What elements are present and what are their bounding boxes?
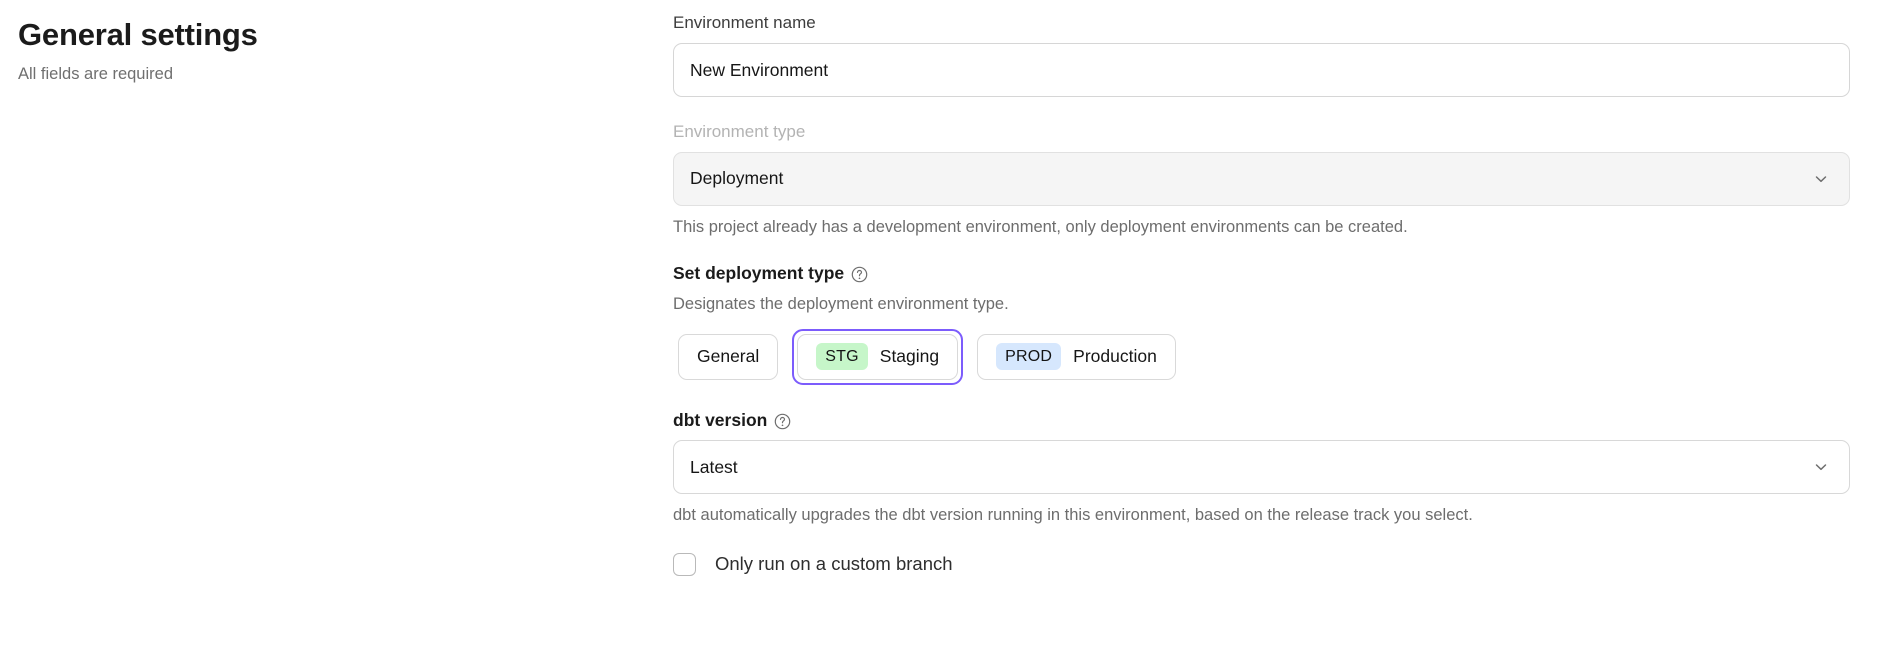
environment-name-input[interactable]	[673, 43, 1850, 98]
environment-type-help-text: This project already has a development e…	[673, 218, 1408, 237]
dbt-version-value: Latest	[690, 456, 738, 477]
environment-type-select[interactable]: Deployment	[673, 152, 1850, 207]
deployment-type-option-staging-wrap: STG Staging	[792, 328, 964, 385]
custom-branch-row: Only run on a custom branch	[673, 552, 1850, 576]
custom-branch-label[interactable]: Only run on a custom branch	[715, 552, 953, 574]
dbt-version-field: dbt version Latest dbt automatica	[673, 409, 1850, 527]
settings-form: Environment name Environment type Deploy…	[673, 12, 1850, 576]
spacer	[673, 97, 1850, 121]
environment-name-field: Environment name	[673, 12, 1850, 98]
deployment-type-label-row: Set deployment type	[673, 262, 1850, 285]
environment-type-value: Deployment	[690, 168, 784, 189]
deployment-type-description: Designates the deployment environment ty…	[673, 295, 1009, 314]
help-circle-icon[interactable]	[774, 413, 791, 430]
deployment-type-option-general-label: General	[697, 346, 760, 367]
dbt-version-help-text: dbt automatically upgrades the dbt versi…	[673, 506, 1473, 525]
production-badge: PROD	[996, 343, 1062, 371]
custom-branch-checkbox[interactable]	[673, 552, 696, 576]
dbt-version-select[interactable]: Latest	[673, 440, 1850, 495]
deployment-type-field: Set deployment type Designates the deplo…	[673, 262, 1850, 385]
environment-name-label: Environment name	[673, 13, 816, 32]
chevron-down-icon	[1813, 459, 1829, 475]
deployment-type-options: General STG Staging PROD Production	[673, 328, 1850, 385]
spacer	[673, 238, 1850, 262]
deployment-type-option-production-wrap: PROD Production	[972, 329, 1181, 385]
deployment-type-option-general-wrap: General	[673, 329, 783, 385]
dbt-version-label: dbt version	[673, 409, 768, 430]
deployment-type-option-staging[interactable]: STG Staging	[797, 333, 959, 380]
deployment-type-option-production-label: Production	[1073, 346, 1157, 367]
environment-type-field: Environment type Deployment This project…	[673, 121, 1850, 238]
staging-badge: STG	[816, 343, 868, 371]
environment-type-label: Environment type	[673, 122, 806, 142]
deployment-type-option-production[interactable]: PROD Production	[977, 333, 1176, 380]
settings-header: General settings All fields are required	[18, 16, 618, 86]
page-title: General settings	[18, 17, 258, 52]
dbt-version-label-row: dbt version	[673, 409, 1850, 432]
page-subtitle: All fields are required	[18, 65, 173, 84]
help-circle-icon[interactable]	[851, 266, 868, 283]
deployment-type-option-staging-label: Staging	[879, 346, 940, 367]
deployment-type-option-general[interactable]: General	[678, 333, 779, 380]
chevron-down-icon	[1813, 171, 1829, 187]
deployment-type-label: Set deployment type	[673, 263, 845, 284]
spacer	[673, 385, 1850, 409]
